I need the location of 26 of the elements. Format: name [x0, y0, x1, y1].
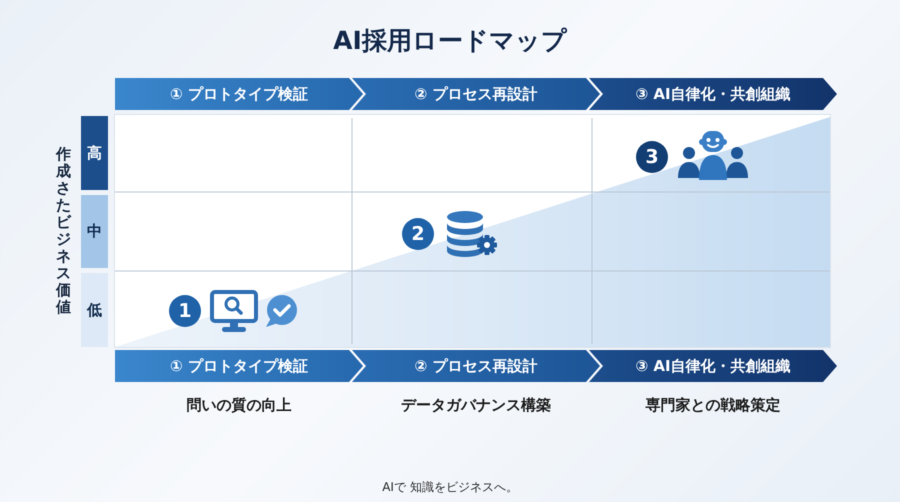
- step-number: 3: [645, 148, 659, 166]
- stage-title: ② プロセス再設計: [414, 356, 538, 376]
- diagram-title: AI採用ロードマップ: [333, 25, 567, 57]
- level-label: 低: [87, 300, 102, 320]
- axis-title: 作成さたビジネス価値: [55, 146, 72, 316]
- stage-caption: データガバナンス構築: [401, 396, 551, 415]
- stage-title: ② プロセス再設計: [414, 84, 538, 104]
- stage-banner: [115, 78, 363, 110]
- level-label: 中: [87, 222, 102, 241]
- stage-banner: [115, 350, 363, 382]
- stage-title: ③ AI自律化・共創組織: [635, 84, 791, 104]
- tagline: AIで 知識をビジネスへ。: [382, 479, 518, 496]
- stage-banner: [352, 78, 600, 110]
- level-bar: [81, 195, 108, 268]
- stage-caption: 問いの質の向上: [186, 396, 292, 415]
- stage-title: ① プロトタイプ検証: [170, 84, 308, 104]
- stage-title: ① プロトタイプ検証: [170, 356, 308, 376]
- stage-banner: [589, 78, 837, 110]
- stage-banner: [352, 350, 600, 382]
- level-label: 高: [87, 144, 102, 162]
- step-number: 2: [411, 224, 425, 244]
- stage-banner: [589, 350, 837, 382]
- level-bar: [81, 116, 108, 190]
- step-number: 1: [178, 302, 192, 320]
- stage-title: ③ AI自律化・共創組織: [635, 356, 791, 376]
- stage-caption: 専門家との戦略策定: [646, 396, 780, 415]
